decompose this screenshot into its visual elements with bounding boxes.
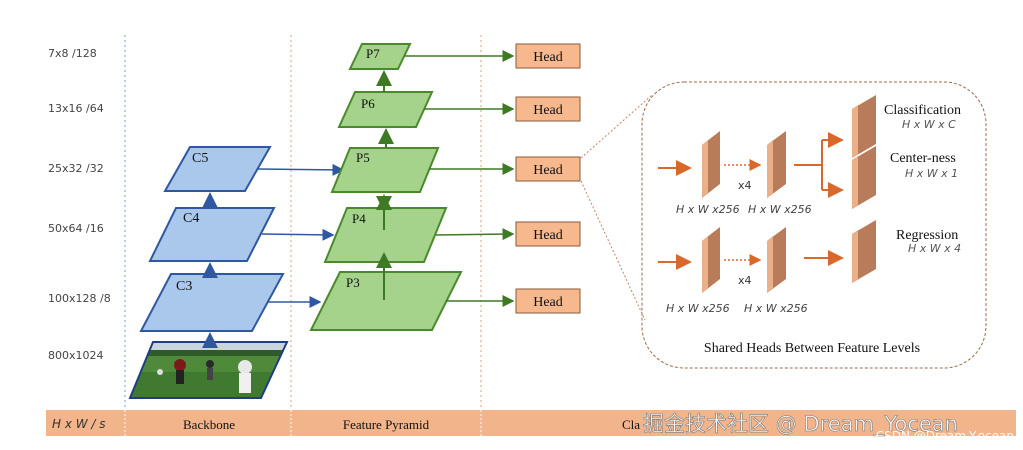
regression-label: Regression (896, 228, 958, 243)
pyramid-p5-shape (330, 147, 440, 193)
bottom-label-backbone: Backbone (183, 417, 235, 432)
head-box-p3 (515, 288, 581, 314)
arrow-p4-to-head (435, 228, 515, 241)
scale-label-p4: 50x64 /16 (48, 222, 104, 235)
scale-label-input: 800x1024 (48, 349, 104, 362)
detail-connector-top (580, 94, 653, 159)
classification-label: Classification (884, 103, 961, 118)
pyramid-p7-label: P7 (366, 46, 380, 61)
backbone-c4-shape (148, 207, 276, 262)
head-label-p5: Head (533, 163, 563, 178)
feat-dim-bottom-2: H x W x256 (744, 302, 808, 315)
head-box-p5 (515, 156, 581, 182)
head-label-p7: Head (533, 50, 563, 65)
head-box-p6 (515, 96, 581, 122)
head-label-p6: Head (533, 103, 563, 118)
backbone-c3-label: C3 (176, 279, 192, 294)
head-box-p4 (515, 221, 581, 247)
feat-dim-top-2: H x W x256 (748, 203, 812, 216)
head-label-p3: Head (533, 295, 563, 310)
arrow-c4-to-p4 (261, 228, 335, 241)
watermark-sub: CSDN @Dream-Y.ocean (876, 429, 1014, 443)
feat-dim-top-1: H x W x256 (676, 203, 740, 216)
input-image (128, 341, 289, 399)
backbone-c3-shape (139, 273, 285, 332)
backbone-c5-shape (163, 146, 272, 192)
bottom-label-heads-partial: Cla (622, 417, 640, 432)
pyramid-p4-shape (323, 207, 448, 263)
scale-label-p6: 13x16 /64 (48, 102, 104, 115)
regression-dim: H x W x 4 (908, 242, 961, 255)
centerness-cube (852, 146, 876, 209)
detail-connector-bottom (580, 180, 646, 321)
bottom-label-hws: H x W / s (52, 417, 106, 431)
watermark-main: 掘金技术社区 @ Dream_Yocean (643, 412, 958, 437)
scale-label-p3: 100x128 /8 (48, 292, 111, 305)
scale-label-p5: 25x32 /32 (48, 162, 104, 175)
arrow-c5-to-p5 (257, 163, 345, 176)
feat-dim-bottom-1: H x W x256 (666, 302, 730, 315)
bottom-label-pyramid: Feature Pyramid (343, 417, 430, 432)
scale-label-p7: 7x8 /128 (48, 47, 97, 60)
shared-heads-caption: Shared Heads Between Feature Levels (704, 341, 920, 356)
centerness-label: Center-ness (890, 151, 956, 166)
pyramid-p3-label: P3 (346, 275, 360, 290)
bottom-bar (46, 410, 1016, 436)
repeat-label-bottom: x4 (738, 274, 752, 287)
classification-cube (852, 95, 876, 158)
classification-dim: H x W x C (902, 118, 956, 131)
feature-cube-top-2 (767, 131, 786, 198)
backbone-c5-label: C5 (192, 151, 208, 166)
backbone-c4-label: C4 (183, 211, 199, 226)
pyramid-p7-shape (348, 43, 412, 70)
pyramid-p4-label: P4 (352, 211, 366, 226)
pyramid-p5-label: P5 (356, 150, 370, 165)
pyramid-p3-shape (309, 271, 463, 331)
shared-heads-panel (641, 81, 987, 369)
head-box-p7 (515, 43, 581, 69)
feature-cube-top-1 (702, 131, 720, 198)
repeat-label-top: x4 (738, 179, 752, 192)
pyramid-p6-label: P6 (361, 96, 375, 111)
feature-cube-bottom-1 (702, 227, 720, 293)
head-label-p4: Head (533, 228, 563, 243)
regression-cube (852, 220, 876, 283)
feature-cube-bottom-2 (767, 227, 786, 293)
centerness-dim: H x W x 1 (905, 167, 958, 180)
pyramid-p6-shape (337, 91, 434, 128)
